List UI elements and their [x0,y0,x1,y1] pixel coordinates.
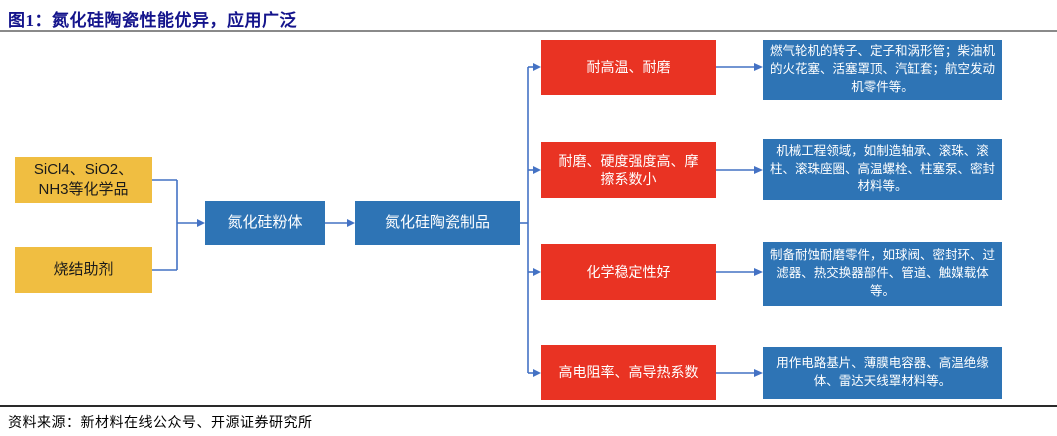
arrowhead-prop2-to-app2 [754,166,763,174]
arrowhead-prop3-to-app3 [754,268,763,276]
arrowhead-powder-to-product [347,219,355,227]
figure-title: 图1：氮化硅陶瓷性能优异，应用广泛 [8,11,297,30]
property-box-chemical-stability: 化学稳定性好 [541,244,716,300]
input-box-chemicals: SiCl4、SiO2、NH3等化学品 [15,157,152,203]
arrowhead-spine-to-prop3 [533,268,541,276]
property-box-resistivity-conductivity: 高电阻率、高导热系数 [541,345,716,400]
title-divider [0,30,1057,32]
stage-box-ceramic-product: 氮化硅陶瓷制品 [355,201,520,245]
source-divider [0,405,1057,407]
source-note: 资料来源：新材料在线公众号、开源证券研究所 [8,416,313,431]
property-box-hardness-friction: 耐磨、硬度强度高、摩擦系数小 [541,142,716,198]
arrowhead-spine-to-prop2 [533,166,541,174]
property-box-heat-wear: 耐高温、耐磨 [541,40,716,95]
application-box-electronics: 用作电路基片、薄膜电容器、高温绝缘体、雷达天线罩材料等。 [763,347,1002,399]
stage-box-powder: 氮化硅粉体 [205,201,325,245]
arrowhead-to-powder [197,219,205,227]
arrowhead-prop1-to-app1 [754,63,763,71]
arrowhead-spine-to-prop1 [533,63,541,71]
application-box-corrosion-parts: 制备耐蚀耐磨零件，如球阀、密封环、过滤器、热交换器部件、管道、触媒载体等。 [763,242,1002,306]
input-box-sintering-aid: 烧结助剂 [15,247,152,293]
application-box-engines: 燃气轮机的转子、定子和涡形管；柴油机的火花塞、活塞罩顶、汽缸套；航空发动机零件等… [763,40,1002,100]
application-box-mechanical: 机械工程领域，如制造轴承、滚珠、滚柱、滚珠座圈、高温螺栓、柱塞泵、密封材料等。 [763,139,1002,200]
arrowhead-prop4-to-app4 [754,369,763,377]
arrowhead-spine-to-prop4 [533,369,541,377]
